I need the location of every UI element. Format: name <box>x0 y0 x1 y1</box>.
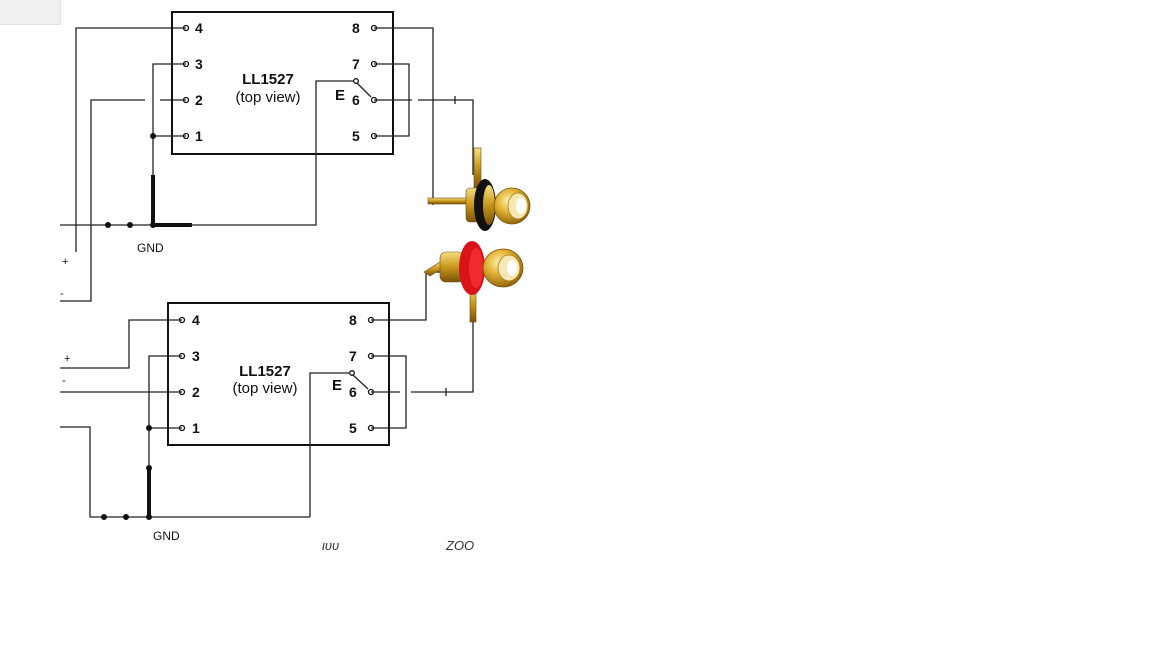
bottom-pin-3: 3 <box>192 348 200 364</box>
transformer-bottom-title: LL1527 <box>239 363 291 380</box>
transformer-top-body <box>171 11 394 155</box>
rca-jack-red-icon <box>423 241 524 323</box>
transformer-bottom: LL1527 (top view) 4 3 2 1 8 7 6 5 E <box>167 302 390 446</box>
top-pin-6: 6 <box>352 92 360 108</box>
bottom-plus-label: + <box>64 353 70 365</box>
top-pin-1: 1 <box>195 128 203 144</box>
bottom-pin-2: 2 <box>192 384 200 400</box>
transformer-top: LL1527 (top view) 4 3 2 1 8 7 6 5 E <box>171 11 394 155</box>
bottom-pin-5: 5 <box>349 420 357 436</box>
top-pin-5: 5 <box>352 128 360 144</box>
top-wiring <box>60 27 474 302</box>
top-tap-label: E <box>335 87 345 104</box>
bottom-minus-label: - <box>62 375 66 387</box>
bottom-pin-1: 1 <box>192 420 200 436</box>
transformer-top-title: LL1527 <box>242 71 294 88</box>
transformer-bottom-body <box>167 302 390 446</box>
bottom-tap-label: E <box>332 377 342 394</box>
top-plus-label: + <box>62 256 68 268</box>
top-pin-4: 4 <box>195 20 203 36</box>
bottom-pin-7: 7 <box>349 348 357 364</box>
stray-text-left: ιυυ <box>322 538 339 553</box>
bottom-gnd-label: GND <box>153 529 180 543</box>
corner-panel <box>0 0 61 25</box>
transformer-bottom-subtitle: (top view) <box>232 380 297 397</box>
top-minus-label: - <box>60 288 64 300</box>
transformer-top-subtitle: (top view) <box>235 89 300 106</box>
top-pin-7: 7 <box>352 56 360 72</box>
top-pin-3: 3 <box>195 56 203 72</box>
top-pin-8: 8 <box>352 20 360 36</box>
bottom-pin-6: 6 <box>349 384 357 400</box>
stray-text-right: ΖΟΟ <box>445 538 474 553</box>
bottom-pin-4: 4 <box>192 312 200 328</box>
rca-jack-black-icon <box>427 147 531 231</box>
bottom-pin-8: 8 <box>349 312 357 328</box>
top-gnd-label: GND <box>137 241 164 255</box>
top-pin-2: 2 <box>195 92 203 108</box>
bottom-wiring <box>60 271 474 520</box>
